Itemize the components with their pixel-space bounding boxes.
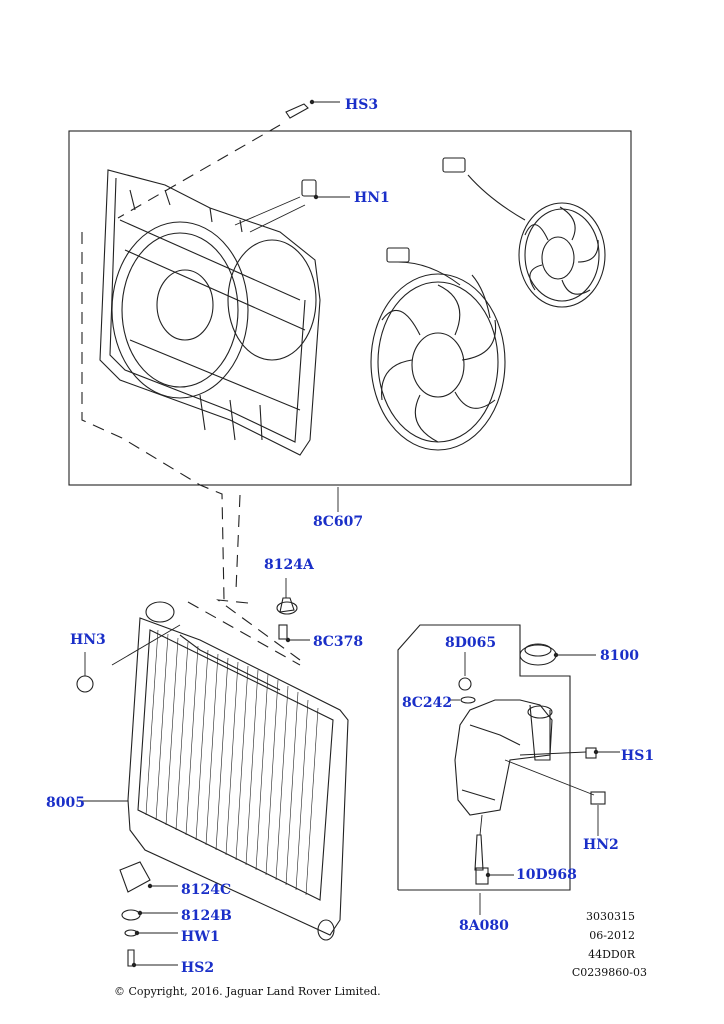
- callout-leader-lines: [78, 101, 620, 966]
- callout-8124a[interactable]: 8124A: [264, 557, 314, 573]
- callout-8100[interactable]: 8100: [600, 648, 639, 664]
- dashed-leader-lines: [81, 124, 301, 666]
- callout-8a080[interactable]: 8A080: [459, 918, 509, 934]
- tank-group-outline: [397, 624, 571, 891]
- callout-8c607[interactable]: 8C607: [313, 514, 364, 530]
- callout-hs3[interactable]: HS3: [345, 97, 379, 113]
- radiator: [127, 601, 349, 941]
- callout-8c378[interactable]: 8C378: [313, 634, 364, 650]
- ref-code-3: 44DD0R: [588, 948, 635, 961]
- small-fan: [442, 157, 606, 308]
- callout-8005[interactable]: 8005: [46, 795, 85, 811]
- callout-hw1[interactable]: HW1: [181, 929, 220, 945]
- callout-8124b[interactable]: 8124B: [181, 908, 232, 924]
- large-fan: [370, 247, 506, 451]
- callout-dots: [131, 99, 599, 968]
- callout-hn2[interactable]: HN2: [583, 837, 619, 853]
- callout-hn1[interactable]: HN1: [354, 190, 390, 206]
- fan-assembly-frame: [68, 130, 632, 486]
- callout-hn3[interactable]: HN3: [70, 632, 106, 648]
- callout-8c242[interactable]: 8C242: [402, 695, 453, 711]
- callout-8124c[interactable]: 8124C: [181, 882, 232, 898]
- copyright-notice: © Copyright, 2016. Jaguar Land Rover Lim…: [114, 985, 381, 998]
- callout-hs2[interactable]: HS2: [181, 960, 215, 976]
- fan-shroud: [99, 169, 321, 456]
- callout-hs1[interactable]: HS1: [621, 748, 655, 764]
- ref-code-1: 3030315: [586, 910, 635, 923]
- ref-code-2: 06-2012: [589, 929, 635, 942]
- expansion-tank: [454, 699, 553, 816]
- callout-10d968[interactable]: 10D968: [516, 867, 577, 883]
- callout-8d065[interactable]: 8D065: [445, 635, 497, 651]
- ref-code-4: C0239860-03: [571, 966, 647, 979]
- fasteners: [76, 103, 606, 967]
